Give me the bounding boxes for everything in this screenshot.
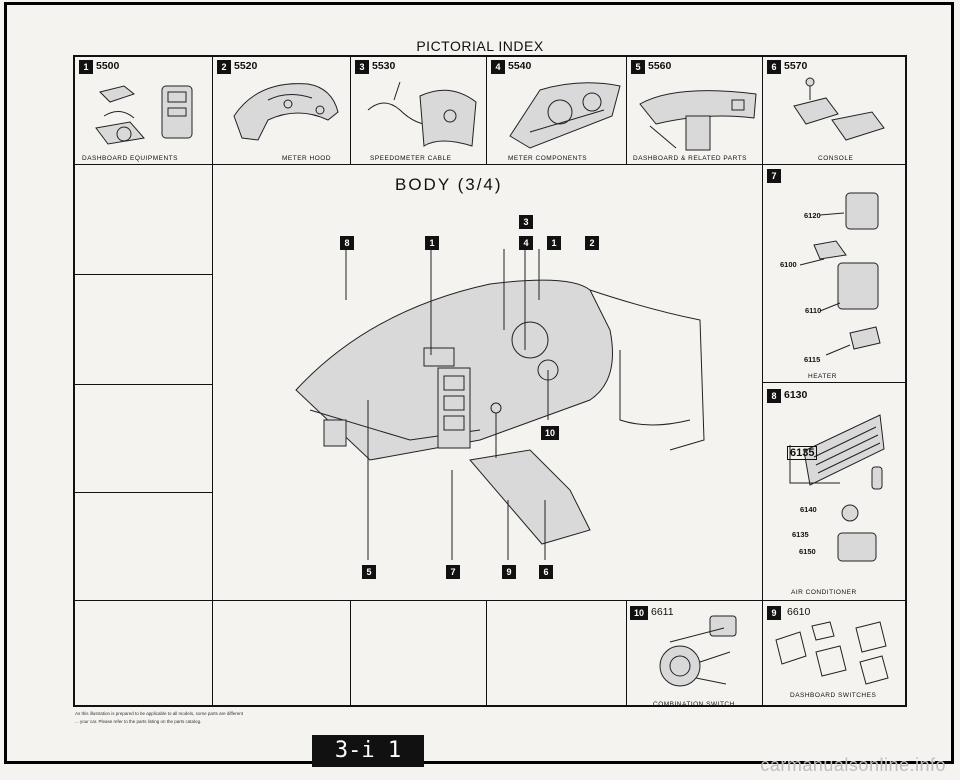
watermark-text: carmanualsonline.info (760, 755, 946, 775)
part-code: 6610 (787, 606, 811, 618)
index-badge: 2 (217, 60, 231, 74)
cell-5560[interactable] (627, 57, 763, 165)
index-badge: 7 (767, 169, 781, 183)
cell-5530[interactable] (351, 57, 487, 165)
section-title: BODY (3/4) (395, 175, 503, 194)
air-conditioner-illustration (789, 414, 885, 562)
index-badge: 9 (767, 606, 781, 620)
meter-hood-illustration (233, 83, 339, 141)
index-badge: 10 (630, 606, 648, 620)
part-caption: CONSOLE (818, 155, 854, 162)
cell-5500[interactable] (75, 57, 213, 165)
heater-illustration (799, 192, 881, 356)
bottom-cell-3 (351, 601, 487, 705)
part-code: 6130 (784, 389, 808, 401)
callout-badge: 9 (502, 565, 516, 579)
callout-badge: 10 (541, 426, 559, 440)
ac-part-code: 6140 (800, 505, 817, 514)
console-illustration (793, 77, 885, 141)
part-caption: METER COMPONENTS (508, 155, 588, 162)
index-badge: 3 (355, 60, 369, 74)
callout-badge: 2 (585, 236, 599, 250)
callout-badge: 4 (519, 236, 533, 250)
meter-components-illustration (509, 82, 621, 149)
page-title: PICTORIAL INDEX (416, 38, 544, 54)
heater-part-code: 6110 (805, 306, 822, 315)
index-badge: 4 (491, 60, 505, 74)
callout-badge: 8 (340, 236, 354, 250)
part-code: 5520 (234, 60, 258, 72)
index-badge: 6 (767, 60, 781, 74)
part-code: 5540 (508, 60, 532, 72)
dashboard-switches-illustration (775, 621, 889, 685)
callout-badge: 3 (519, 215, 533, 229)
cell-heater[interactable] (763, 165, 905, 383)
speedometer-cable-illustration (367, 81, 477, 147)
index-grid (73, 55, 907, 707)
heater-part-code: 6120 (804, 211, 821, 220)
part-caption: DASHBOARD & RELATED PARTS (633, 155, 747, 162)
footnote-line: ... your car. Please refer to the parts … (75, 719, 202, 724)
part-caption: SPEEDOMETER CABLE (370, 155, 452, 162)
part-code: 5570 (784, 60, 808, 72)
ac-caption: AIR CONDITIONER (791, 589, 857, 596)
heater-part-code: 6100 (780, 260, 797, 269)
callout-badge: 7 (446, 565, 460, 579)
left-cell-3 (75, 385, 213, 493)
cell-5520[interactable] (213, 57, 351, 165)
part-caption: DASHBOARD EQUIPMENTS (82, 155, 178, 162)
index-badge: 8 (767, 389, 781, 403)
cell-5540[interactable] (487, 57, 627, 165)
callout-badge: 1 (547, 236, 561, 250)
page-border (4, 2, 954, 764)
left-cell-4 (75, 493, 213, 601)
dashboard-body-illustration (295, 279, 705, 545)
ac-part-code: 6150 (799, 547, 816, 556)
cell-6611[interactable] (627, 601, 763, 705)
part-caption: COMBINATION SWITCH (653, 701, 735, 708)
heater-part-code: 6115 (804, 355, 821, 364)
left-cell-2 (75, 275, 213, 385)
heater-caption: HEATER (808, 373, 837, 380)
part-code: 5530 (372, 60, 396, 72)
dashboard-equipments-illustration (95, 85, 193, 145)
index-badge: 5 (631, 60, 645, 74)
ac-part-code: 6135 (787, 446, 818, 460)
bottom-cell-2 (213, 601, 351, 705)
left-cell-1 (75, 165, 213, 275)
page-number: 3-i 1 (312, 735, 424, 767)
cell-5570[interactable] (763, 57, 905, 165)
dashboard-related-parts-illustration (639, 90, 757, 151)
main-illustration-cell (213, 165, 763, 601)
part-code: 5500 (96, 60, 120, 72)
combination-switch-illustration (659, 615, 737, 687)
cell-ac[interactable] (763, 383, 905, 601)
footnote-line: As this illustration is prepared to be a… (75, 711, 244, 716)
part-caption: DASHBOARD SWITCHES (790, 692, 877, 699)
part-code: 5560 (648, 60, 672, 72)
callout-badge: 5 (362, 565, 376, 579)
ac-part-code: 6135 (792, 530, 809, 539)
callout-badge: 6 (539, 565, 553, 579)
bottom-cell-4 (487, 601, 627, 705)
bottom-cell-1 (75, 601, 213, 705)
index-badge: 1 (79, 60, 93, 74)
part-code: 6611 (651, 606, 674, 618)
callout-badge: 1 (425, 236, 439, 250)
part-caption: METER HOOD (282, 155, 332, 162)
